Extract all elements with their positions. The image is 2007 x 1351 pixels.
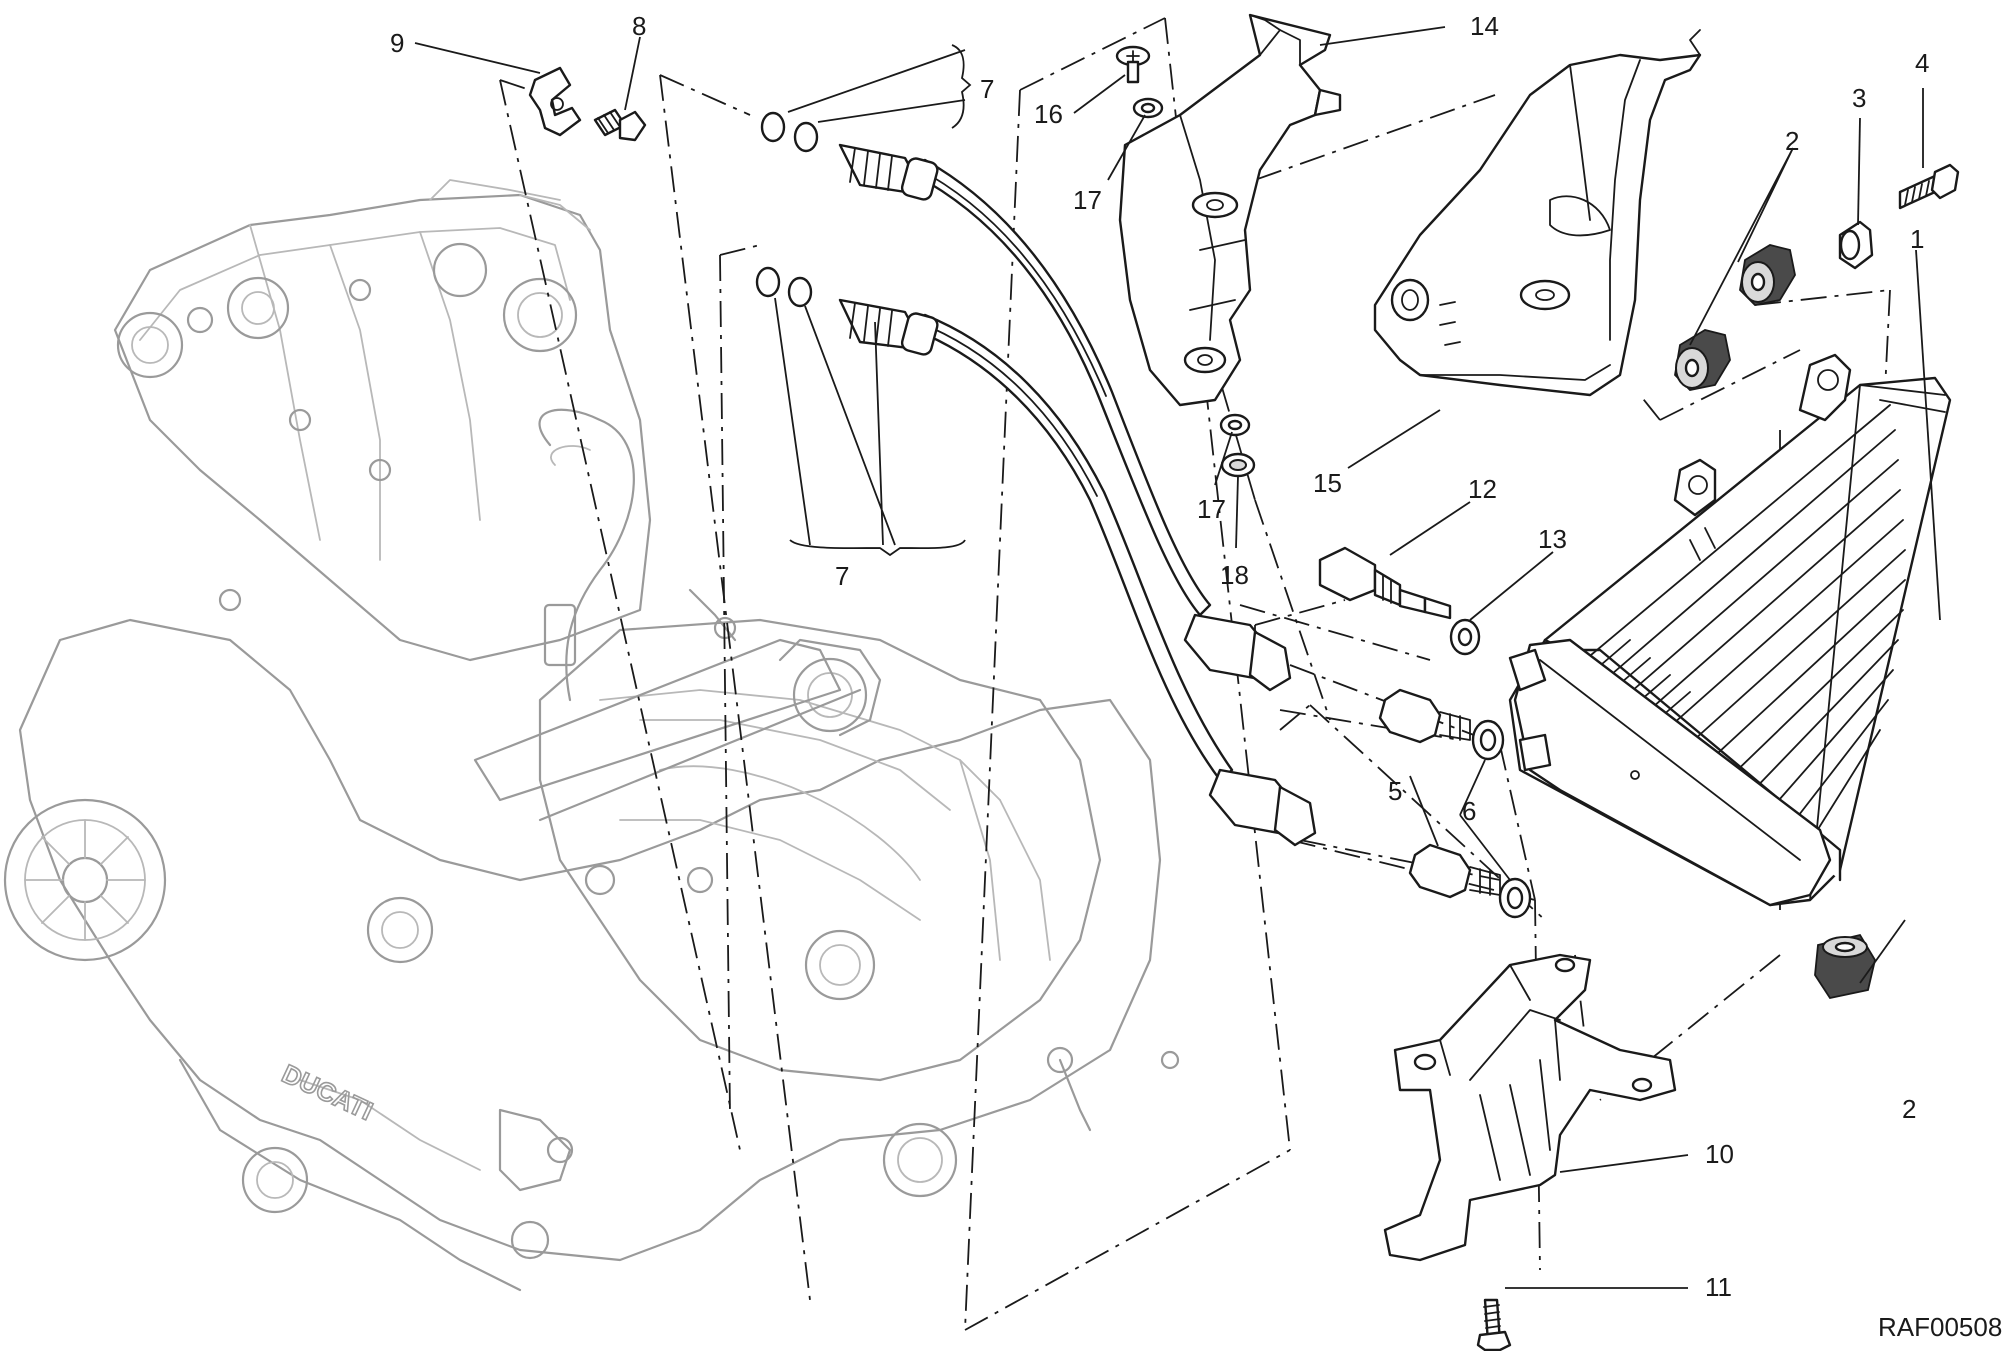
washer-upper [1132, 97, 1164, 119]
callout-7-upper: 7 [980, 74, 994, 104]
callout-12: 12 [1468, 474, 1497, 504]
spacer-bushing [1838, 220, 1874, 270]
hose-brace-lower [774, 297, 966, 557]
oil-hose-lower [838, 298, 1317, 847]
cooler-fins [1584, 384, 1946, 851]
rubber-grommet-lower [1814, 933, 1876, 1000]
callout-6: 6 [1462, 796, 1476, 826]
callout-labels: 1 2 2 3 4 5 6 7 7 8 9 10 11 12 13 14 15 … [390, 11, 1929, 1302]
callout-2-lower: 2 [1902, 1094, 1916, 1124]
heat-shield-left [1118, 13, 1342, 407]
sealing-washer-lower [1498, 877, 1532, 919]
callout-2-upper: 2 [1785, 126, 1799, 156]
callout-18: 18 [1220, 560, 1249, 590]
callout-1: 1 [1910, 224, 1924, 254]
spacer-collar [1220, 452, 1256, 478]
washer-lower [1219, 413, 1251, 437]
callout-10: 10 [1705, 1139, 1734, 1169]
drawing-reference-code: RAF00508 [1878, 1312, 2002, 1342]
callout-13: 13 [1538, 524, 1567, 554]
callout-9: 9 [390, 28, 404, 58]
cooler-screw [1898, 163, 1960, 210]
callout-17-upper: 17 [1073, 185, 1102, 215]
callout-17-lower: 17 [1197, 494, 1226, 524]
oil-temperature-sensor [1318, 546, 1452, 620]
callout-4: 4 [1915, 48, 1929, 78]
oil-hose-upper [838, 143, 1292, 692]
union-fitting-lower [1408, 843, 1501, 899]
sensor-washer [1449, 618, 1481, 656]
retaining-clip [528, 66, 582, 137]
leader-lines [414, 26, 1941, 1289]
callout-14: 14 [1470, 11, 1499, 41]
clip-screw [593, 108, 647, 142]
engine-block [3, 179, 1180, 1292]
cooler-support-bracket [1383, 953, 1677, 1262]
hose-brace-upper [787, 44, 972, 129]
callout-8: 8 [632, 11, 646, 41]
callout-5: 5 [1388, 776, 1402, 806]
callout-16: 16 [1034, 99, 1063, 129]
callout-15: 15 [1313, 468, 1342, 498]
callout-7-lower: 7 [835, 561, 849, 591]
rubber-grommet-upper [1739, 244, 1796, 306]
bracket-screw [1476, 1298, 1512, 1351]
heat-shield-right [1373, 29, 1702, 397]
rubber-grommet-middle [1674, 329, 1731, 391]
union-fitting-upper [1378, 688, 1471, 744]
sealing-washer-upper [1471, 719, 1505, 761]
oil-cooler [1508, 353, 1952, 907]
callout-3: 3 [1852, 83, 1866, 113]
hose-o-rings [755, 111, 819, 308]
shield-screw [1115, 45, 1151, 84]
engine-brand-logo: DUCATI [277, 1058, 377, 1126]
callout-11: 11 [1705, 1272, 1732, 1302]
